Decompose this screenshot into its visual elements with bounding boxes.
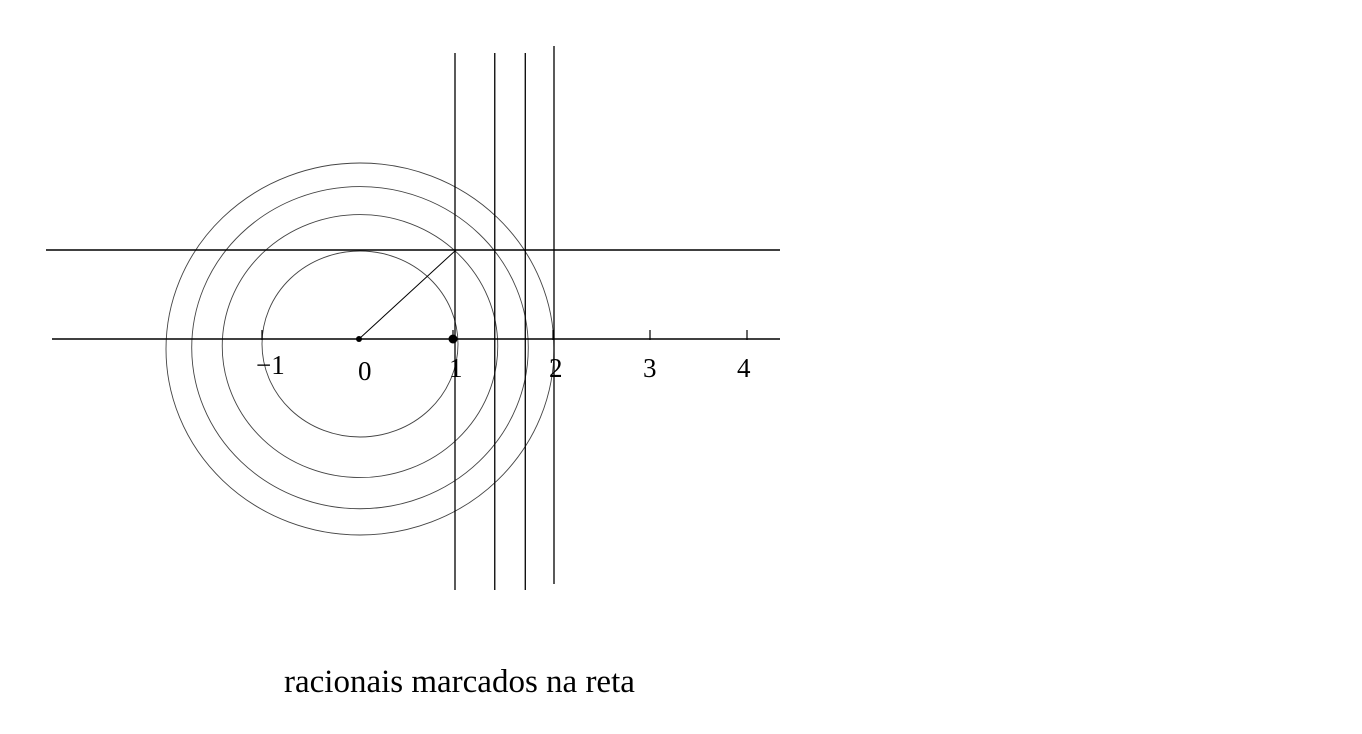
point-0 (356, 336, 362, 342)
tick-label-3: 3 (643, 353, 657, 383)
circle-r2 (221, 214, 499, 479)
tick-labels: −1 0 1 2 3 4 (256, 350, 751, 386)
concentric-circles (165, 162, 555, 536)
tick-label-1: 1 (449, 353, 463, 383)
tick-label-neg1: −1 (256, 350, 285, 380)
radius-segment (358, 249, 457, 340)
tick-label-4: 4 (737, 353, 751, 383)
circle-r3 (191, 186, 529, 510)
tick-label-0: 0 (358, 356, 372, 386)
point-1 (448, 334, 458, 344)
vertical-lines (454, 46, 555, 590)
tick-label-2: 2 (549, 353, 563, 383)
number-line-figure: −1 0 1 2 3 4 (46, 46, 780, 590)
figure-caption: racionais marcados na reta (284, 664, 635, 700)
marked-points (356, 334, 458, 344)
circle-r4 (165, 162, 555, 536)
circle-r1 (261, 250, 459, 438)
